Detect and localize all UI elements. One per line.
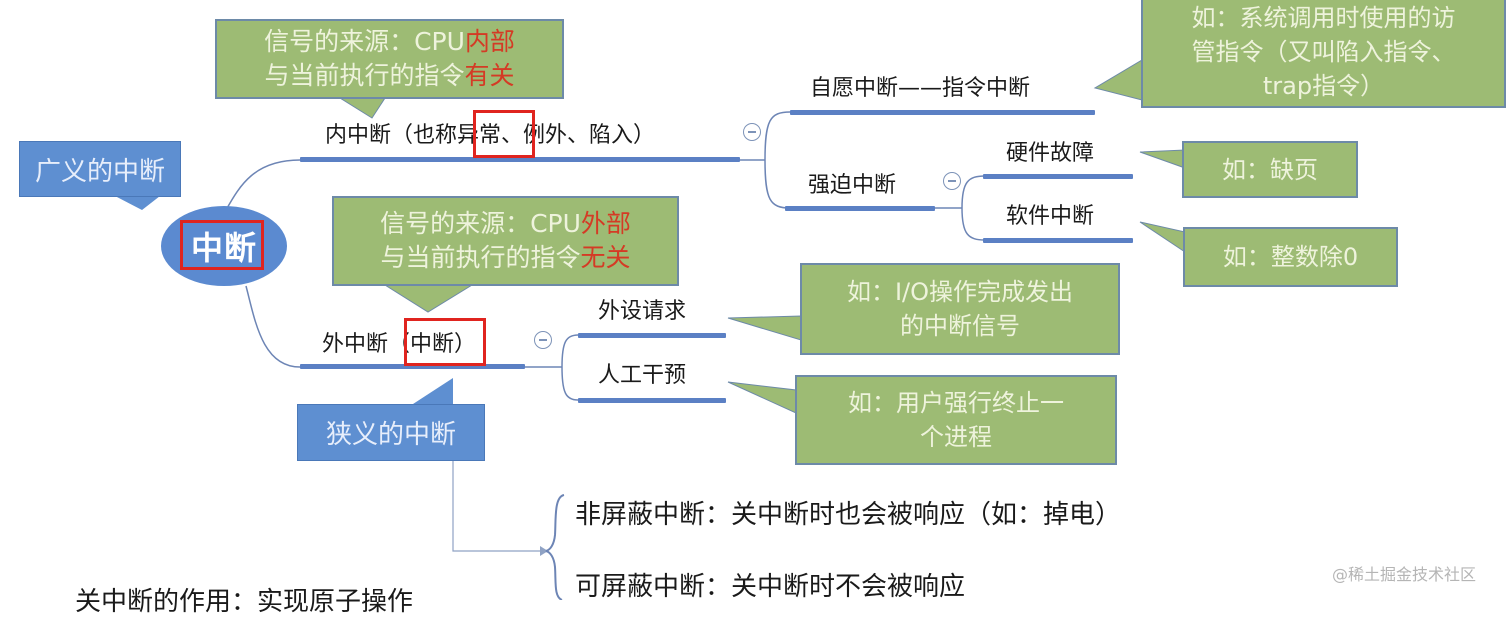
peripheral-request-node[interactable]: 外设请求 bbox=[598, 299, 687, 324]
voluntary-note: 如：系统调用时使用的访 管指令（又叫陷入指令、 trap指令） bbox=[1141, 0, 1506, 108]
manual-intervention-note: 如：用户强行终止一 个进程 bbox=[795, 375, 1117, 465]
narrow-interrupt-tag: 狭义的中断 bbox=[297, 404, 485, 461]
voluntary-interrupt-bar bbox=[790, 110, 1095, 115]
internal-source-callout: 信号的来源：CPU内部 与当前执行的指令有关 bbox=[215, 19, 564, 99]
external-interrupt-node[interactable]: 外中断（中断） bbox=[322, 332, 477, 357]
software-interrupt-node[interactable]: 软件中断 bbox=[1006, 204, 1095, 229]
external-source-line2: 与当前执行的指令无关 bbox=[380, 243, 631, 272]
forced-interrupt-bar bbox=[785, 206, 935, 211]
interrupt-highlight-box bbox=[404, 318, 486, 366]
internal-source-line2: 与当前执行的指令有关 bbox=[264, 61, 515, 90]
watermark: @稀土掘金技术社区 bbox=[1332, 565, 1477, 584]
external-collapse-toggle-icon[interactable] bbox=[534, 331, 552, 349]
forced-collapse-toggle-icon[interactable] bbox=[943, 172, 961, 190]
peripheral-request-bar bbox=[578, 333, 726, 338]
hardware-fault-node[interactable]: 硬件故障 bbox=[1006, 141, 1095, 166]
software-interrupt-bar bbox=[983, 238, 1133, 243]
manual-intervention-node[interactable]: 人工干预 bbox=[598, 363, 687, 388]
internal-source-line1: 信号的来源：CPU内部 bbox=[264, 27, 515, 56]
voluntary-interrupt-node[interactable]: 自愿中断——指令中断 bbox=[810, 76, 1031, 101]
external-interrupt-bar bbox=[300, 364, 525, 369]
narrow-interrupt-label: 狭义的中断 bbox=[325, 420, 456, 450]
external-source-line1: 信号的来源：CPU外部 bbox=[380, 209, 631, 238]
peripheral-request-note: 如：I/O操作完成发出 的中断信号 bbox=[800, 263, 1120, 355]
software-interrupt-note: 如：整数除0 bbox=[1183, 227, 1398, 287]
exception-highlight-box bbox=[473, 110, 535, 158]
broad-interrupt-label: 广义的中断 bbox=[34, 156, 165, 187]
external-source-callout: 信号的来源：CPU外部 与当前执行的指令无关 bbox=[332, 196, 679, 286]
maskable-interrupt-text: 可屏蔽中断：关中断时不会被响应 bbox=[575, 572, 966, 602]
non-maskable-interrupt-text: 非屏蔽中断：关中断时也会被响应（如：掉电） bbox=[575, 500, 1122, 530]
hardware-fault-bar bbox=[983, 174, 1133, 179]
internal-interrupt-node[interactable]: 内中断（也称异常、例外、陷入） bbox=[325, 123, 656, 148]
internal-interrupt-bar bbox=[300, 157, 740, 162]
forced-interrupt-node[interactable]: 强迫中断 bbox=[808, 173, 897, 198]
root-highlight-box bbox=[180, 220, 264, 270]
root-label: 中断 bbox=[190, 229, 257, 267]
internal-collapse-toggle-icon[interactable] bbox=[743, 123, 761, 141]
manual-intervention-bar bbox=[578, 398, 726, 403]
hardware-fault-note: 如：缺页 bbox=[1182, 141, 1358, 198]
broad-interrupt-tag: 广义的中断 bbox=[19, 141, 181, 197]
